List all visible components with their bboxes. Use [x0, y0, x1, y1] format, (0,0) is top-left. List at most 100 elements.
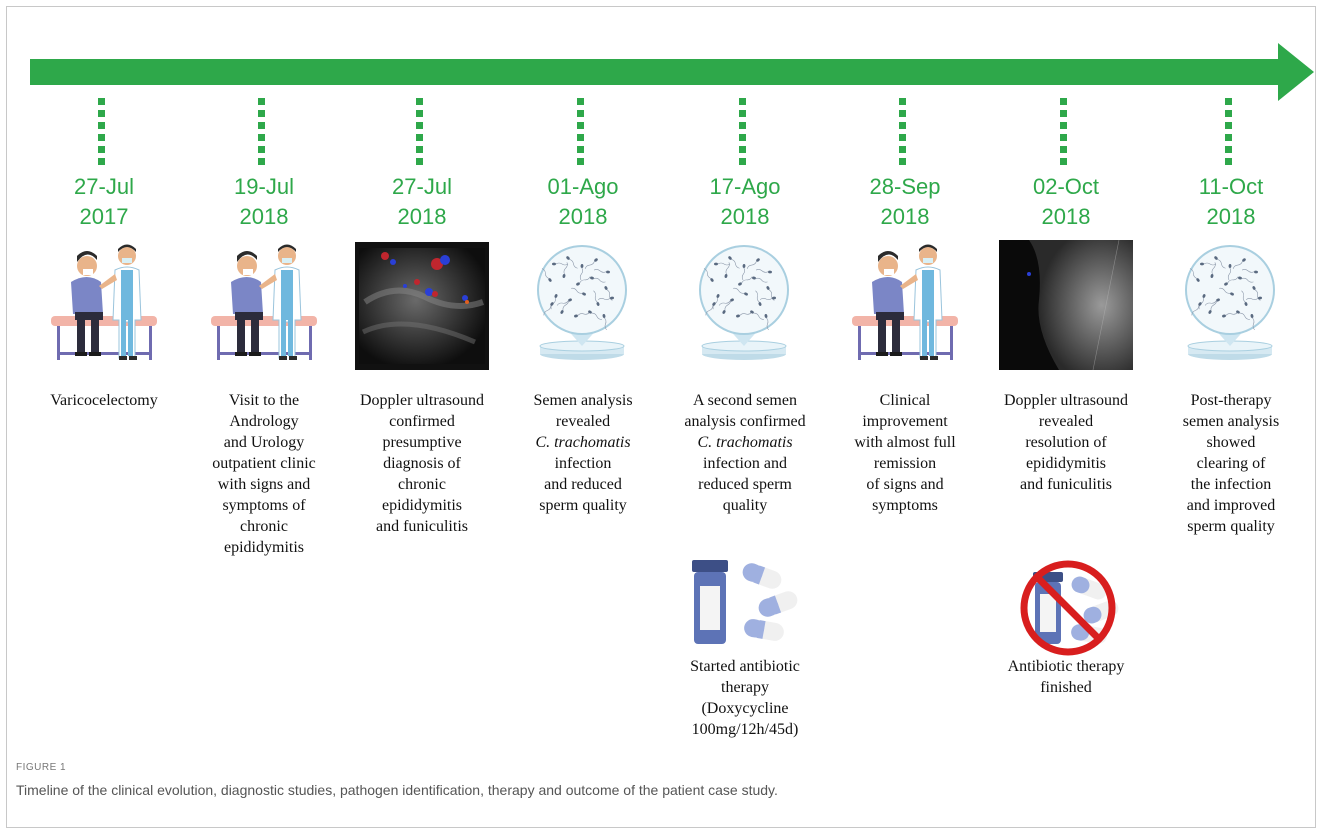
doppler-ultrasound-image [999, 239, 1133, 375]
description-line: clearing of [1196, 455, 1266, 472]
event-day-month: 02-Oct [1032, 174, 1100, 199]
description-line: Varicocelectomy [50, 392, 158, 409]
timeline-event: 27-Jul 2018 Doppler ultrasound confirmed pr… [341, 0, 503, 740]
description-line: infection and [703, 455, 787, 472]
event-day-month: 27-Jul [74, 174, 134, 199]
description-line: symptoms [872, 497, 938, 514]
timeline-connector [739, 98, 747, 166]
description-line: with signs and [217, 476, 311, 493]
event-day-month: 27-Jul [392, 174, 452, 199]
description-line: confirmed [389, 413, 455, 430]
description-line: of signs and [866, 476, 944, 493]
therapy-note: Antibiotic therapy finished [985, 656, 1147, 698]
description-line: presumptive [382, 434, 462, 451]
figure-frame [6, 6, 1316, 828]
description-line: outpatient clinic [212, 455, 316, 472]
sperm-sample-icon [686, 242, 802, 371]
description-line: epididymitis [382, 497, 462, 514]
description-line: chronic [398, 476, 446, 493]
event-day-month: 01-Ago [547, 174, 619, 199]
description-line: analysis confirmed [684, 413, 806, 430]
description-line: showed [1206, 434, 1256, 451]
timeline-connector [416, 98, 424, 166]
description-line: Clinical [879, 392, 931, 409]
description-line: epididymitis [1026, 455, 1106, 472]
event-date: 17-Ago 2018 [664, 172, 826, 232]
description-line: and funiculitis [376, 518, 468, 535]
description-line: and Urology [223, 434, 305, 451]
event-date: 02-Oct 2018 [985, 172, 1147, 232]
description-line: sperm quality [1187, 518, 1275, 535]
therapy-note-line: (Doxycycline [701, 700, 789, 717]
description-line: sperm quality [539, 497, 627, 514]
description-line: Doppler ultrasound [1004, 392, 1128, 409]
timeline-connector [98, 98, 106, 166]
event-day-month: 17-Ago [709, 174, 781, 199]
doctor-patient-icon [207, 242, 323, 371]
sperm-sample-icon [524, 242, 640, 371]
figure-caption: Timeline of the clinical evolution, diag… [16, 782, 778, 798]
event-description: Doppler ultrasound confirmed presumptive di… [341, 390, 503, 537]
event-date: 19-Jul 2018 [183, 172, 345, 232]
timeline-connector [577, 98, 585, 166]
event-day-month: 19-Jul [234, 174, 294, 199]
description-line: revealed [1038, 413, 1094, 430]
therapy-note-line: Antibiotic therapy [1007, 658, 1125, 675]
event-year: 2018 [239, 204, 289, 229]
description-line: reduced sperm [698, 476, 792, 493]
description-line: infection [554, 455, 612, 472]
description-line: chronic [240, 518, 288, 535]
event-year: 2018 [558, 204, 608, 229]
description-line: Andrology [229, 413, 299, 430]
description-pathogen: C. trachomatis [697, 434, 793, 451]
description-line: and reduced [544, 476, 622, 493]
timeline-event: 17-Ago 2018 A second semen analysis confir… [664, 0, 826, 740]
description-line: semen analysis [1182, 413, 1280, 430]
description-line: revealed [555, 413, 611, 430]
timeline-event: 02-Oct 2018 Doppler ultrasound revealed res… [985, 0, 1147, 740]
description-line: the infection [1190, 476, 1272, 493]
description-line: Visit to the [228, 392, 300, 409]
event-date: 01-Ago 2018 [502, 172, 664, 232]
event-year: 2018 [720, 204, 770, 229]
doctor-patient-icon [848, 242, 964, 371]
sperm-sample-icon [1172, 242, 1288, 371]
timeline-arrow [30, 43, 1314, 101]
timeline-connector [1060, 98, 1068, 166]
event-year: 2018 [397, 204, 447, 229]
description-line: quality [722, 497, 768, 514]
event-day-month: 28-Sep [869, 174, 941, 199]
figure-label: FIGURE 1 [16, 762, 67, 773]
timeline-connector [258, 98, 266, 166]
event-year: 2018 [1041, 204, 1091, 229]
event-date: 11-Oct 2018 [1150, 172, 1312, 232]
description-line: and funiculitis [1020, 476, 1112, 493]
description-line: with almost full [854, 434, 956, 451]
event-description: A second semen analysis confirmed C. trach… [664, 390, 826, 516]
event-day-month: 11-Oct [1198, 174, 1264, 199]
description-line: symptoms of [222, 497, 306, 514]
description-line: A second semen [693, 392, 797, 409]
pill-bottle-icon [682, 560, 812, 651]
timeline-connector [1225, 98, 1233, 166]
description-line: and improved [1186, 497, 1276, 514]
event-date: 27-Jul 2018 [341, 172, 503, 232]
description-line: improvement [862, 413, 948, 430]
event-year: 2018 [1206, 204, 1256, 229]
event-description: Doppler ultrasound revealed resolution of e… [985, 390, 1147, 495]
description-line: Doppler ultrasound [360, 392, 484, 409]
doppler-ultrasound-image [355, 242, 489, 375]
description-line: diagnosis of [383, 455, 461, 472]
therapy-note-line: Started antibiotic [690, 658, 800, 675]
description-line: resolution of [1025, 434, 1107, 451]
therapy-note-line: finished [1040, 679, 1092, 696]
